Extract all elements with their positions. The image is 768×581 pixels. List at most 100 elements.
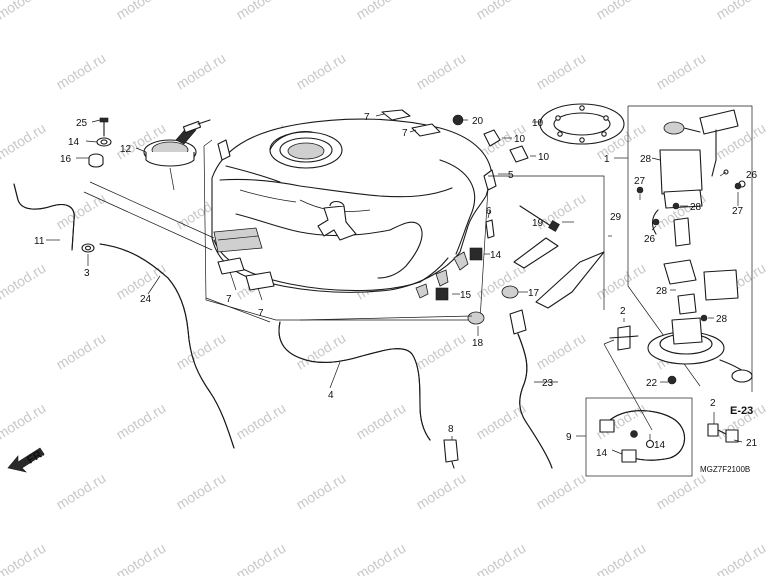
callout-7-top-right: 7: [402, 128, 408, 139]
watermark-text: motod.ru: [473, 540, 528, 576]
callout-29: 29: [610, 212, 622, 223]
callout-28-mid: 28: [690, 202, 702, 213]
wire-harness: [599, 410, 686, 463]
callout-18-right: 17: [528, 288, 540, 299]
callout-4: 4: [328, 390, 334, 401]
watermark-text: motod.ru: [173, 470, 228, 513]
watermark-text: motod.ru: [113, 540, 168, 576]
clip: [81, 243, 95, 253]
callout-3: 3: [84, 268, 90, 279]
watermark-text: motod.ru: [533, 50, 588, 93]
callout-27-right: 27: [732, 206, 744, 217]
watermark-text: motod.ru: [353, 0, 408, 23]
watermark-text: motod.ru: [653, 50, 708, 93]
fuel-tube-23: [509, 309, 553, 469]
nut: [452, 114, 464, 126]
watermark-text: motod.ru: [713, 0, 768, 23]
callout-2-lower: 2: [710, 398, 716, 409]
long-bolt: [519, 205, 560, 232]
watermark-text: motod.ru: [173, 330, 228, 373]
callout-28-lower-left: 28: [656, 286, 668, 297]
bolt: [99, 117, 109, 137]
front-direction-arrow: FR.: [7, 447, 47, 473]
watermark-text: motod.ru: [353, 400, 408, 443]
callout-23: 23: [542, 378, 554, 389]
callout-25: 25: [76, 118, 88, 129]
watermark-text: motod.ru: [353, 540, 408, 576]
callout-1: 1: [604, 154, 610, 165]
callout-7-top-left: 7: [364, 112, 370, 123]
callout-24: 24: [140, 294, 152, 305]
watermark-text: motod.ru: [413, 330, 468, 373]
callout-14-left: 14: [596, 448, 608, 459]
callout-5: 5: [508, 170, 514, 181]
callout-14-right: 14: [654, 440, 666, 451]
watermark-text: motod.ru: [173, 50, 228, 93]
collar: [88, 153, 104, 168]
watermark-text: motod.ru: [533, 470, 588, 513]
watermark-text: motod.ru: [233, 400, 288, 443]
connector-21: [707, 423, 739, 443]
watermark-text: motod.ru: [113, 0, 168, 23]
callout-28-upper: 28: [640, 154, 652, 165]
watermark-text: motod.ru: [593, 540, 648, 576]
watermark-text: motod.ru: [53, 330, 108, 373]
drain-tube-24: [99, 243, 235, 449]
watermark-text: motod.ru: [0, 120, 48, 163]
tank-assembly-outline-left: [203, 139, 213, 147]
fuel-pump-unit: [647, 109, 753, 383]
callout-2-upper: 2: [620, 306, 626, 317]
callout-16-upper: 14: [490, 250, 502, 261]
callout-20: 20: [472, 116, 484, 127]
watermark-text: motod.ru: [293, 330, 348, 373]
fuel-tank: [211, 109, 497, 299]
watermark-text: motod.ru: [593, 0, 648, 23]
callout-21: 21: [746, 438, 758, 449]
callout-9: 9: [566, 432, 572, 443]
washer: [96, 137, 112, 147]
watermark-text: motod.ru: [293, 50, 348, 93]
watermark-text: motod.ru: [413, 50, 468, 93]
cushion-16: [435, 247, 483, 301]
watermark-text: motod.ru: [233, 540, 288, 576]
watermark-text: motod.ru: [53, 50, 108, 93]
callout-19: 19: [532, 218, 544, 229]
callout-17: 16: [60, 154, 72, 165]
watermark-text: motod.ru: [0, 400, 48, 443]
pump-small-parts: [636, 182, 742, 385]
callout-6: 6: [486, 206, 492, 217]
callout-18-lower: 18: [472, 338, 484, 349]
callout-12: 11: [34, 236, 45, 247]
watermark-text: motod.ru: [593, 260, 648, 303]
tank-assembly-outline: [203, 145, 489, 321]
callout-26-right: 26: [746, 170, 758, 181]
watermark-text: motod.ru: [473, 0, 528, 23]
callout-26-left: 26: [644, 234, 656, 245]
watermark-text: motod.ru: [53, 190, 108, 233]
callout-10-upper: 10: [514, 134, 526, 145]
watermark-text: motod.ru: [713, 540, 768, 576]
grommet-18: [467, 285, 519, 325]
heat-guard: [513, 237, 605, 309]
tube-12: [13, 183, 75, 251]
callout-11: 10: [532, 118, 544, 129]
cushion-rubber: [483, 129, 529, 163]
watermark-text: motod.ru: [113, 400, 168, 443]
section-reference: E-23: [730, 405, 753, 417]
watermark-text: motod.ru: [0, 0, 48, 23]
clamp-2: [609, 325, 639, 351]
fuel-pump-bracket-top: [628, 105, 753, 392]
watermark-text: motod.ru: [0, 260, 48, 303]
watermark-text: motod.ru: [53, 470, 108, 513]
callout-28-lower-right: 28: [716, 314, 728, 325]
watermark-text: motod.ru: [293, 470, 348, 513]
callout-7-lower-left: 7: [226, 294, 232, 305]
fuel-filler-cap: [143, 119, 211, 167]
watermark-text: motod.ru: [533, 330, 588, 373]
watermark-text: motod.ru: [413, 470, 468, 513]
leader-lines: [46, 113, 743, 455]
watermark-text: motod.ru: [0, 540, 48, 576]
guard-group-bracket: [488, 175, 605, 244]
